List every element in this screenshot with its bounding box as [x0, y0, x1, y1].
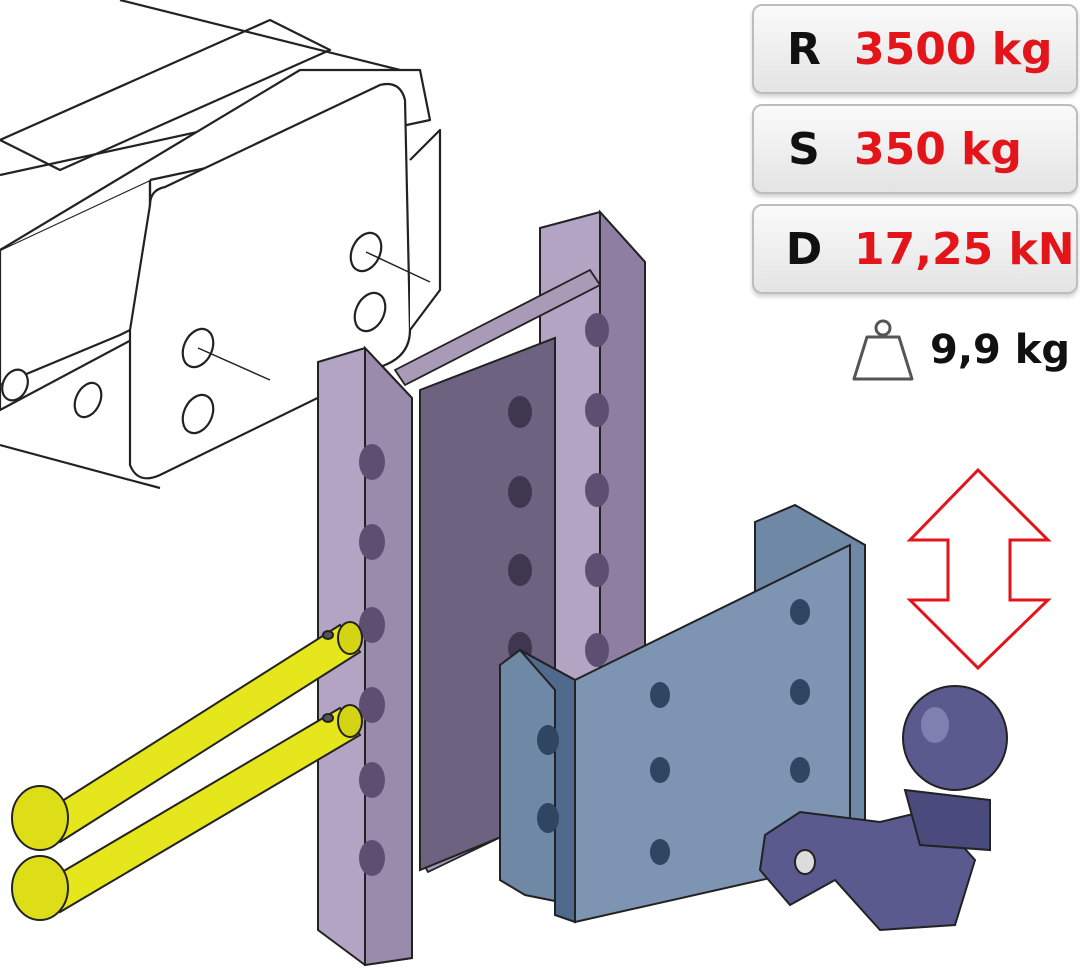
locking-pin-upper	[11, 621, 363, 851]
spec-box-r: R 3500 kg	[752, 4, 1078, 94]
weight-icon	[852, 319, 914, 381]
tow-ball-coupling	[758, 685, 1008, 932]
spec-letter-d: D	[785, 223, 823, 275]
spec-value-s: 350 kg	[854, 123, 1022, 175]
mounting-rail-front	[317, 345, 413, 967]
product-weight: 9,9 kg	[850, 314, 1070, 386]
spec-value-r: 3500 kg	[854, 23, 1053, 75]
weight-value: 9,9 kg	[929, 327, 1071, 373]
spec-box-d: D 17,25 kN	[752, 204, 1078, 294]
spec-letter-s: S	[788, 123, 820, 175]
locking-pin-lower	[11, 704, 363, 921]
locking-pins	[11, 621, 363, 921]
spec-box-s: S 350 kg	[752, 104, 1078, 194]
spec-value-d: 17,25 kN	[854, 223, 1075, 275]
spec-letter-r: R	[787, 23, 821, 75]
double-arrow-vertical-icon	[906, 467, 1052, 671]
